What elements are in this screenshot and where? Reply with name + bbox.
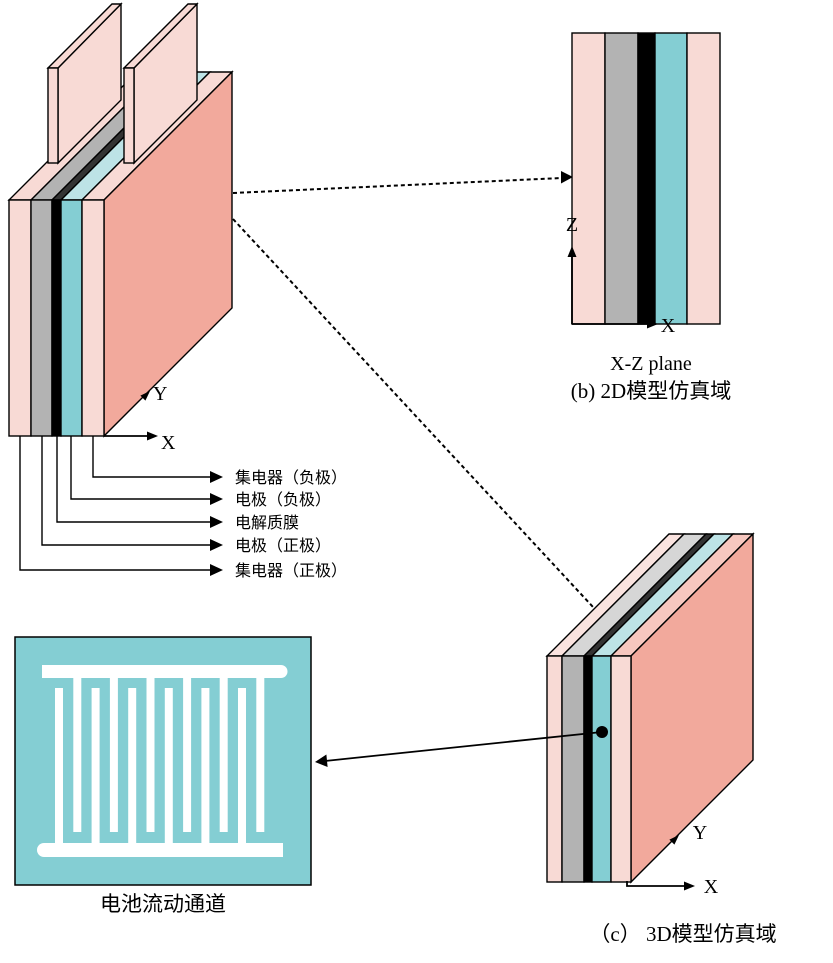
label-cc-negative: 集电器（负极） xyxy=(235,468,347,487)
leader-line-cc-positive xyxy=(19,436,212,571)
layer-electrode-negative xyxy=(591,655,612,883)
label-cc-positive: 集电器（正极） xyxy=(235,561,347,580)
panel-c-caption: （c） 3D模型仿真域 xyxy=(589,922,776,946)
z-axis-arrowhead xyxy=(567,246,577,257)
layer-electrode-negative xyxy=(60,199,83,437)
y-axis-label-3d: Y xyxy=(693,822,707,844)
layer-cc-negative xyxy=(81,199,105,437)
layer-2d-electrode-negative xyxy=(654,32,688,325)
layer-membrane xyxy=(583,655,593,883)
panel-b-caption: (b) 2D模型仿真域 xyxy=(571,379,731,403)
x-axis-line-3d xyxy=(626,881,686,887)
channel-bottom-manifold xyxy=(37,843,283,857)
y-axis-label: Y xyxy=(153,383,167,405)
pointer-arrowhead xyxy=(315,754,328,767)
channel-pointer xyxy=(315,726,608,767)
layer-electrode-positive xyxy=(561,655,585,883)
layer-2d-cc-negative xyxy=(686,32,721,325)
x-axis-arrowhead xyxy=(147,431,158,441)
channel-finger-from-inlet xyxy=(183,676,192,832)
layer-2d-membrane xyxy=(637,32,656,325)
leader-line-cc-negative xyxy=(92,436,212,478)
layer-membrane xyxy=(51,199,62,437)
channel-finger-from-outlet xyxy=(164,688,173,845)
layer-legend: 集电器（负极） 电极（负极） 电解质膜 电极（正极） 集电器（正极） xyxy=(19,436,347,580)
leader-arrowhead xyxy=(210,564,223,576)
tab-right xyxy=(122,2,199,165)
panel-3d-domain: X Y （c） 3D模型仿真域 xyxy=(545,532,777,946)
leader-arrowhead xyxy=(210,539,223,551)
leader-line-electrode-negative xyxy=(70,436,212,500)
pointer-line xyxy=(324,731,603,762)
dashed-arrowhead xyxy=(561,171,573,184)
channel-finger-from-inlet xyxy=(146,676,155,832)
channel-finger-from-outlet xyxy=(91,688,100,845)
channel-finger-from-inlet xyxy=(109,676,118,832)
flow-channel-caption: 电池流动通道 xyxy=(100,892,226,916)
plane-label: X-Z plane xyxy=(610,353,692,375)
channel-fingers xyxy=(55,676,265,845)
channel-finger-from-inlet xyxy=(219,676,228,832)
layer-2d-electrode-positive xyxy=(604,32,639,325)
label-membrane: 电解质膜 xyxy=(235,513,299,532)
label-electrode-negative: 电极（负极） xyxy=(235,490,331,509)
tab-left xyxy=(46,2,123,165)
dashed-line-to-2d xyxy=(232,177,563,194)
leader-line-membrane xyxy=(56,436,212,523)
x-axis-arrowhead-3d xyxy=(684,881,695,891)
tab-right-front xyxy=(123,67,135,164)
layer-2d-cc-positive xyxy=(571,32,606,325)
y-axis-arrowhead-3d xyxy=(669,835,679,845)
layer-electrode-positive xyxy=(30,199,53,437)
x-axis-label-3d: X xyxy=(704,876,719,898)
channel-finger-from-outlet xyxy=(238,688,246,845)
channel-finger-from-outlet xyxy=(55,688,63,845)
connector-to-2d xyxy=(232,171,573,194)
pointer-dot xyxy=(596,726,608,738)
layer-cc-positive xyxy=(8,199,32,437)
label-electrode-positive: 电极（正极） xyxy=(235,536,331,555)
channel-finger-from-inlet xyxy=(256,676,265,832)
channel-finger-from-inlet xyxy=(73,676,82,832)
channel-top-manifold xyxy=(42,665,288,678)
cell-front-face xyxy=(8,199,105,437)
channel-finger-from-outlet xyxy=(201,688,210,845)
x-axis-arrowhead-2d xyxy=(647,319,658,329)
y-axis-arrowhead xyxy=(140,391,150,401)
leader-line-electrode-positive xyxy=(41,436,212,546)
channel-finger-from-outlet xyxy=(128,688,137,845)
cell-3d-with-tabs: X Y 集电器（负极） 电极（负极） 电解质膜 电极（正极） 集电器（正极） xyxy=(7,2,347,580)
dashed-line-to-3d xyxy=(232,218,594,608)
domain-front-face xyxy=(546,655,632,883)
layer-cc-positive xyxy=(546,655,563,883)
leader-arrowhead xyxy=(210,493,223,505)
tab-left-front xyxy=(47,67,59,164)
leader-arrowhead xyxy=(210,471,223,483)
flow-channel-panel: 电池流动通道 xyxy=(14,636,312,916)
panel-2d-domain: Z X X-Z plane (b) 2D模型仿真域 xyxy=(566,32,731,403)
z-axis-label: Z xyxy=(566,214,578,236)
layer-cc-negative xyxy=(610,655,632,883)
leader-arrowhead xyxy=(210,516,223,528)
x-axis-label-2d: X xyxy=(661,315,676,337)
x-axis-label: X xyxy=(161,432,176,454)
cell-a-axes: X Y xyxy=(104,383,176,454)
